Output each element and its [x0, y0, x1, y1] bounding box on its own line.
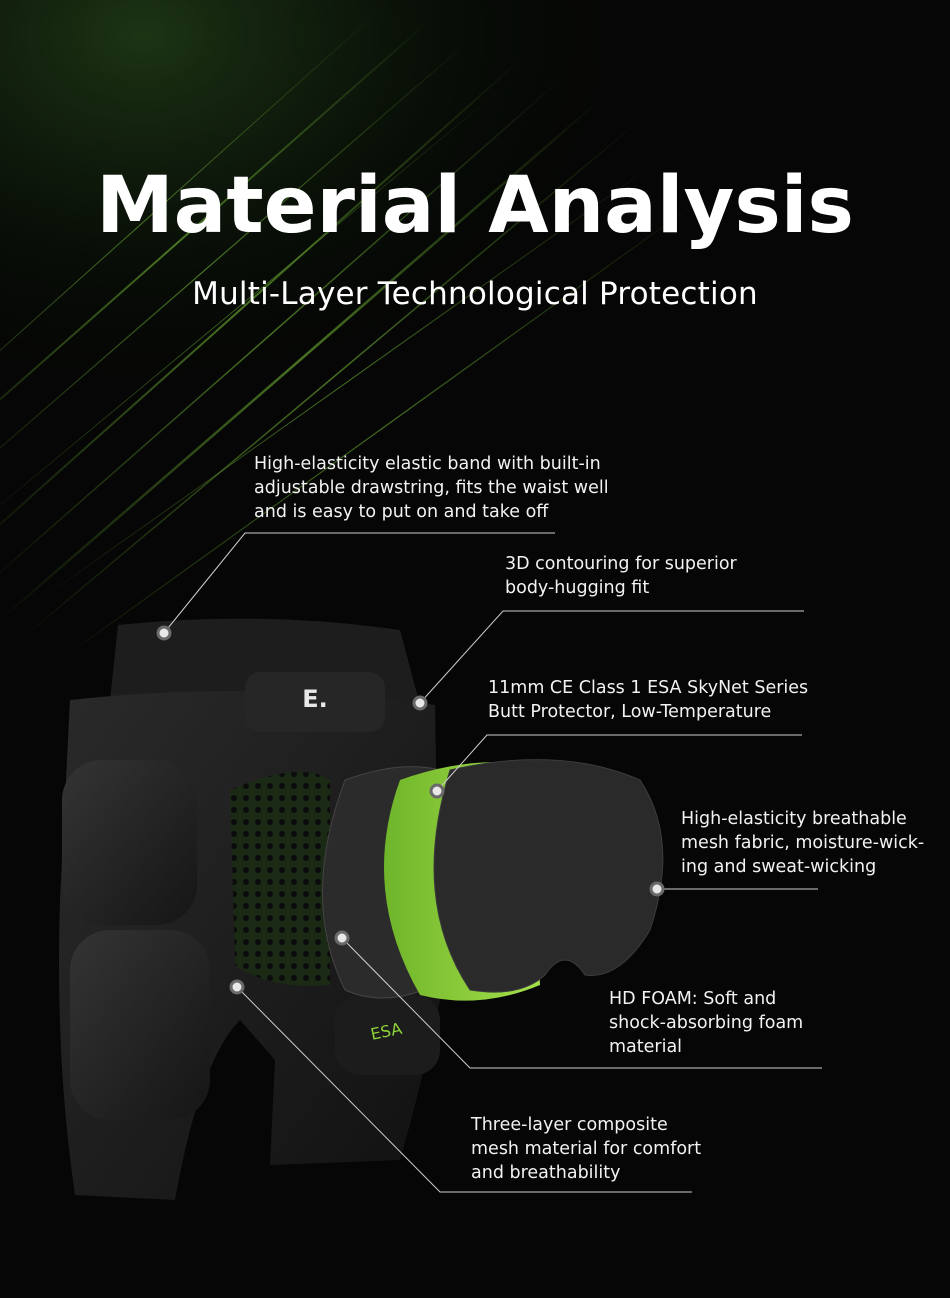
- callout-waistband: High-elasticity elastic band with built-…: [254, 454, 609, 522]
- marker-mesh-fabric: [649, 881, 665, 897]
- callout-composite-mesh: Three-layer composite mesh material for …: [471, 1115, 702, 1183]
- marker-composite-mesh: [229, 979, 245, 995]
- callout-protector: 11mm CE Class 1 ESA SkyNet Series Butt P…: [488, 678, 809, 722]
- callout-contouring: 3D contouring for superior body-hugging …: [505, 554, 737, 598]
- hip-pad-lower: [70, 930, 210, 1120]
- callout-hd-foam: HD FOAM: Soft and shock-absorbing foam m…: [609, 989, 804, 1057]
- marker-waistband: [156, 625, 172, 641]
- layer-outer-mesh: [433, 759, 664, 993]
- callout-mesh-fabric: High-elasticity breathable mesh fabric, …: [681, 809, 925, 877]
- thigh-pad: [335, 995, 440, 1075]
- waist-pad: [245, 672, 385, 732]
- page-subtitle: Multi-Layer Technological Protection: [192, 276, 758, 312]
- marker-protector: [429, 783, 445, 799]
- marker-contour: [412, 695, 428, 711]
- hip-pad-upper: [62, 760, 197, 925]
- marker-hd-foam: [334, 930, 350, 946]
- svg-text:E.: E.: [302, 685, 328, 713]
- page-title: Material Analysis: [96, 161, 854, 251]
- mesh-panel: [230, 772, 330, 986]
